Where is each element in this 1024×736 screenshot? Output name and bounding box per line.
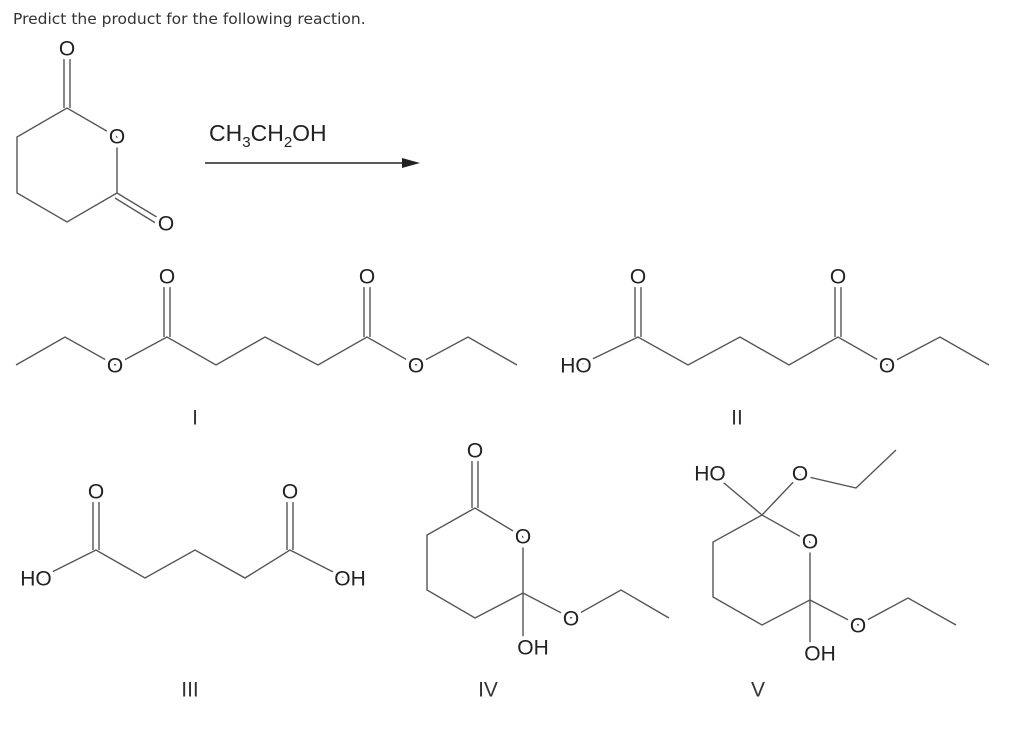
atom-label: O (359, 266, 375, 289)
reagent-ethanol: CH3CH2OH (209, 120, 327, 151)
atom-label: O (830, 266, 846, 289)
atom-label: O (159, 266, 175, 289)
atom-label: O (879, 355, 895, 378)
choice-V-structure[interactable]: HO O O O OH (690, 449, 957, 670)
atom-label: O (59, 38, 75, 61)
choice-III-structure[interactable]: O O HO OH (16, 477, 370, 595)
atom-label: O (88, 481, 104, 504)
atom-label: O (515, 526, 531, 549)
choice-label-III: III (181, 679, 199, 702)
atom-label: O (563, 608, 579, 631)
atom-label: HO (694, 463, 726, 486)
choice-label-II: II (731, 407, 743, 430)
atom-label: O (792, 463, 808, 486)
choice-label-V: V (751, 679, 765, 702)
choice-II-structure[interactable]: O O HO O (556, 262, 990, 382)
atom-label: O (282, 481, 298, 504)
atom-label: O (850, 615, 866, 638)
atom-label: HO (20, 568, 52, 591)
atom-label: O (158, 213, 174, 236)
atom-label: O (802, 531, 818, 554)
atom-label: O (107, 355, 123, 378)
atom-label: OH (334, 568, 366, 591)
reaction-arrow: CH3CH2OH (205, 120, 420, 168)
atom-label: O (109, 126, 125, 149)
atom-label: O (408, 355, 424, 378)
choice-label-I: I (192, 407, 198, 430)
atom-label: HO (560, 355, 592, 378)
atom-label: O (467, 440, 483, 463)
reactant-glutaric-anhydride: O O O (16, 34, 178, 240)
question-text: Predict the product for the following re… (13, 10, 366, 28)
choice-I-structure[interactable]: O O O O (15, 262, 518, 382)
choice-IV-structure[interactable]: O O O OH (426, 436, 670, 664)
atom-label: O (630, 266, 646, 289)
atom-label: OH (804, 643, 836, 666)
atom-label: OH (517, 637, 549, 660)
choice-label-IV: IV (478, 679, 498, 702)
